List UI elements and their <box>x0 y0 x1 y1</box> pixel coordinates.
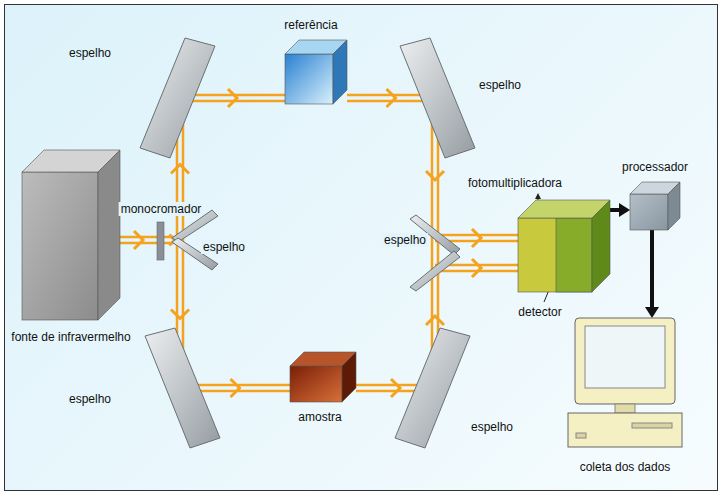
signal-line <box>610 208 620 212</box>
monochromator-shape <box>157 222 164 260</box>
sample-cell-shape <box>290 352 356 402</box>
component-label: coleta dos dados <box>578 460 673 474</box>
beam-arrowhead <box>472 229 481 247</box>
beam-arrowhead <box>472 259 481 277</box>
mirror-shape <box>395 328 475 448</box>
beam-arrowhead <box>228 89 237 107</box>
component-label: espelho <box>201 240 247 254</box>
component-label: monocromador <box>119 202 204 216</box>
drawing-part <box>632 423 672 428</box>
drawing-part <box>172 210 218 242</box>
mirror: espelho <box>140 38 220 158</box>
beam-arrowhead <box>134 231 143 249</box>
mirror: espelho <box>395 38 475 158</box>
splitter-mirror: espelho <box>168 210 218 270</box>
drawing-part <box>518 218 592 292</box>
monochromator: monocromador <box>157 222 164 260</box>
detector-box-shape <box>518 200 610 292</box>
drawing-part <box>668 182 680 230</box>
drawing-part <box>592 200 610 292</box>
processor-box: processador <box>630 182 680 230</box>
drawing-part <box>157 222 164 260</box>
component-label: amostra <box>296 410 343 424</box>
drawing-part <box>145 328 220 448</box>
drawing-part <box>410 251 460 291</box>
drawing-part <box>342 352 356 402</box>
drawing-part <box>556 218 592 292</box>
mirror: espelho <box>395 328 475 448</box>
drawing-part <box>98 150 120 320</box>
component-label: processador <box>620 160 690 174</box>
mirror-shape <box>140 328 220 448</box>
light-beam <box>120 231 157 249</box>
drawing-part <box>285 54 333 104</box>
beam-arrowhead <box>391 379 400 397</box>
sample-cell: amostra <box>290 352 356 402</box>
combiner-mirror-shape <box>410 215 462 291</box>
drawing-part <box>395 328 470 448</box>
component-label: referência <box>282 18 339 32</box>
infrared-source: fonte de infravermelho <box>22 150 120 320</box>
reference-cell-shape <box>285 40 347 104</box>
drawing-part <box>400 38 475 158</box>
computer: coleta dos dados <box>560 318 690 453</box>
infrared-source-shape <box>22 150 120 320</box>
beam-arrowhead <box>171 310 189 319</box>
beam-arrowhead <box>171 165 189 174</box>
detector-box: fotomultiplicadoradetector <box>518 200 610 292</box>
reference-cell: referência <box>285 40 347 104</box>
drawing-part <box>568 413 682 447</box>
combiner-mirror: espelho <box>410 215 462 291</box>
drawing-part <box>22 172 98 320</box>
beam-arrowhead <box>426 316 444 325</box>
drawing-part <box>290 366 342 402</box>
drawing-part <box>140 38 215 158</box>
component-label: espelho <box>382 233 428 247</box>
arrowhead <box>645 307 659 318</box>
beam-arrowhead <box>231 379 240 397</box>
leader-head <box>535 193 541 199</box>
mirror-shape <box>140 38 220 158</box>
processor-box-shape <box>630 182 680 230</box>
component-label: espelho <box>67 392 113 406</box>
signal-arrow <box>645 230 659 318</box>
component-label: fonte de infravermelho <box>9 330 132 344</box>
drawing-part <box>575 318 675 404</box>
arrowhead <box>619 203 630 217</box>
mirror: espelho <box>140 328 220 448</box>
component-label: espelho <box>67 46 113 60</box>
component-label: espelho <box>469 420 515 434</box>
drawing-part <box>585 326 665 388</box>
beam-arrowhead <box>426 171 444 180</box>
computer-shape <box>560 318 690 453</box>
signal-line <box>650 230 654 308</box>
beam-arrowhead <box>387 89 396 107</box>
signal-arrow <box>610 203 630 217</box>
drawing-part <box>615 404 635 413</box>
component-label: fotomultiplicadora <box>466 176 564 190</box>
component-label: detector <box>516 305 563 319</box>
drawing-part <box>576 433 586 438</box>
component-label: espelho <box>477 78 523 92</box>
drawing-part <box>630 194 668 230</box>
mirror-shape <box>395 38 475 158</box>
drawing-part <box>333 40 347 104</box>
